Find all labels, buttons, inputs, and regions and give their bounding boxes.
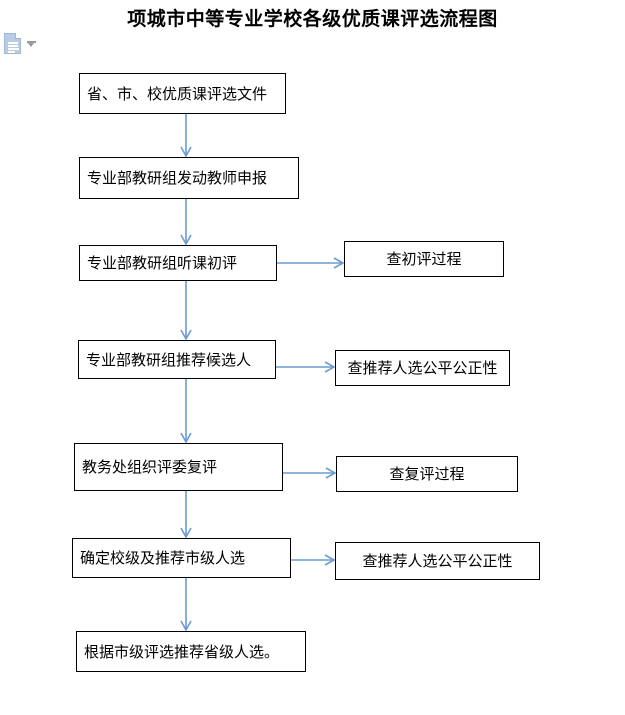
node-label: 专业部教研组听课初评 [87, 254, 238, 272]
node-label: 查推荐人选公平公正性 [362, 552, 513, 570]
process-node-n5[interactable]: 教务处组织评委复评 [74, 443, 283, 491]
arrowhead-down-3 [180, 432, 192, 444]
arrowhead-down-5 [180, 620, 192, 632]
process-node-n6[interactable]: 确定校级及推荐市级人选 [72, 538, 291, 578]
arrowhead-right-3 [324, 554, 336, 566]
node-label: 专业部教研组发动教师申报 [87, 169, 268, 187]
process-node-n3[interactable]: 专业部教研组听课初评 [79, 245, 277, 281]
check-node-s2[interactable]: 查推荐人选公平公正性 [335, 350, 510, 386]
process-node-n2[interactable]: 专业部教研组发动教师申报 [79, 157, 299, 199]
paste-options-smart-tag[interactable] [4, 33, 40, 55]
page-title: 项城市中等专业学校各级优质课评选流程图 [127, 8, 498, 30]
arrowhead-right-1 [324, 361, 336, 373]
arrowhead-down-0 [180, 146, 192, 158]
node-label: 省、市、校优质课评选文件 [87, 84, 268, 103]
process-node-n7[interactable]: 根据市级评选推荐省级人选。 [76, 631, 306, 672]
node-label: 专业部教研组推荐候选人 [86, 350, 252, 369]
arrowhead-down-4 [180, 527, 192, 539]
arrowhead-down-2 [180, 329, 192, 341]
arrowhead-right-0 [333, 257, 345, 269]
node-label: 教务处组织评委复评 [82, 458, 218, 476]
check-node-s1[interactable]: 查初评过程 [344, 241, 504, 277]
node-label: 查初评过程 [386, 250, 462, 268]
node-label: 查复评过程 [389, 465, 465, 483]
node-label: 根据市级评选推荐省级人选。 [84, 642, 280, 661]
node-label: 确定校级及推荐市级人选 [80, 549, 246, 567]
process-node-n1[interactable]: 省、市、校优质课评选文件 [79, 73, 286, 114]
node-label: 查推荐人选公平公正性 [347, 359, 498, 377]
arrowhead-down-1 [180, 234, 192, 246]
arrowhead-right-2 [325, 467, 337, 479]
check-node-s4[interactable]: 查推荐人选公平公正性 [335, 542, 540, 580]
check-node-s3[interactable]: 查复评过程 [336, 456, 518, 492]
chevron-down-icon[interactable] [27, 41, 36, 49]
paste-document-icon [4, 33, 21, 54]
process-node-n4[interactable]: 专业部教研组推荐候选人 [78, 340, 276, 379]
